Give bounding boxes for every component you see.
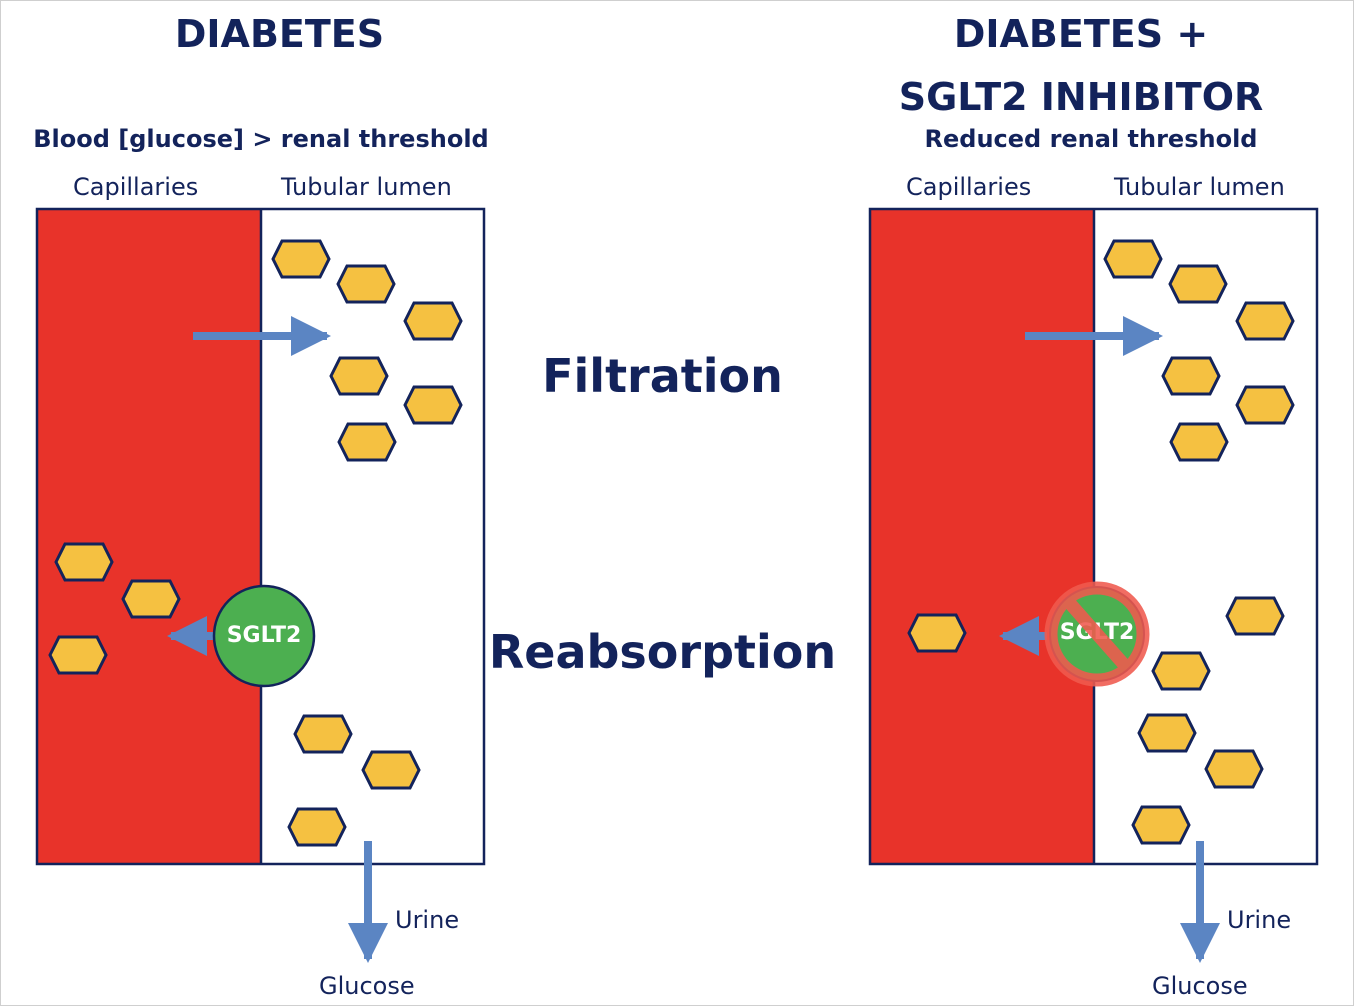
- glucose-hexagon-icon: [121, 579, 181, 619]
- glucose-hexagon-icon: [271, 239, 331, 279]
- left-capillaries-label: Capillaries: [73, 173, 199, 201]
- left-panel-subtitle: Blood [glucose] > renal threshold: [33, 125, 489, 153]
- left-nephron-panel: [35, 207, 486, 963]
- right-sglt2-label: SGLT2: [1059, 620, 1135, 645]
- glucose-hexagon-icon: [1137, 713, 1197, 753]
- left-tubular-lumen-label: Tubular lumen: [281, 173, 452, 201]
- glucose-hexagon-icon: [1103, 239, 1163, 279]
- glucose-hexagon-icon: [1204, 749, 1264, 789]
- glucose-hexagon-icon: [1235, 301, 1295, 341]
- glucose-hexagon-icon: [336, 264, 396, 304]
- glucose-hexagon-icon: [1151, 651, 1211, 691]
- right-panel-title-line2: SGLT2 INHIBITOR: [898, 75, 1264, 119]
- glucose-hexagon-icon: [403, 385, 463, 425]
- right-nephron-panel: [868, 207, 1319, 963]
- glucose-hexagon-icon: [1161, 356, 1221, 396]
- glucose-hexagon-icon: [329, 356, 389, 396]
- right-panel-title-line1: DIABETES +: [953, 12, 1209, 56]
- glucose-hexagon-icon: [1168, 264, 1228, 304]
- glucose-hexagon-icon: [1169, 422, 1229, 462]
- sglt2-transporter-icon: [212, 584, 316, 688]
- left-sglt2-label: SGLT2: [226, 623, 302, 648]
- glucose-hexagon-icon: [907, 613, 967, 653]
- left-urine-label: Urine: [395, 906, 460, 934]
- glucose-hexagon-icon: [54, 542, 114, 582]
- reabsorption-label: Reabsorption: [488, 625, 837, 679]
- glucose-hexagon-icon: [48, 635, 108, 675]
- left-capillary-region: [37, 209, 261, 864]
- right-urine-label: Urine: [1227, 906, 1292, 934]
- left-glucose-label: Glucose: [319, 972, 415, 1000]
- glucose-hexagon-icon: [1225, 596, 1285, 636]
- right-glucose-label: Glucose: [1152, 972, 1248, 1000]
- glucose-hexagon-icon: [361, 750, 421, 790]
- glucose-hexagon-icon: [1131, 805, 1191, 845]
- right-capillary-region: [870, 209, 1094, 864]
- right-glucose-molecules: [907, 239, 1295, 845]
- left-panel-title: DIABETES: [174, 12, 385, 56]
- glucose-hexagon-icon: [293, 714, 353, 754]
- filtration-label: Filtration: [542, 349, 783, 403]
- glucose-hexagon-icon: [1235, 385, 1295, 425]
- left-glucose-molecules: [48, 239, 463, 847]
- glucose-hexagon-icon: [287, 807, 347, 847]
- right-panel-subtitle: Reduced renal threshold: [924, 125, 1258, 153]
- glucose-hexagon-icon: [337, 422, 397, 462]
- right-tubular-lumen-label: Tubular lumen: [1114, 173, 1285, 201]
- right-capillaries-label: Capillaries: [906, 173, 1032, 201]
- glucose-hexagon-icon: [403, 301, 463, 341]
